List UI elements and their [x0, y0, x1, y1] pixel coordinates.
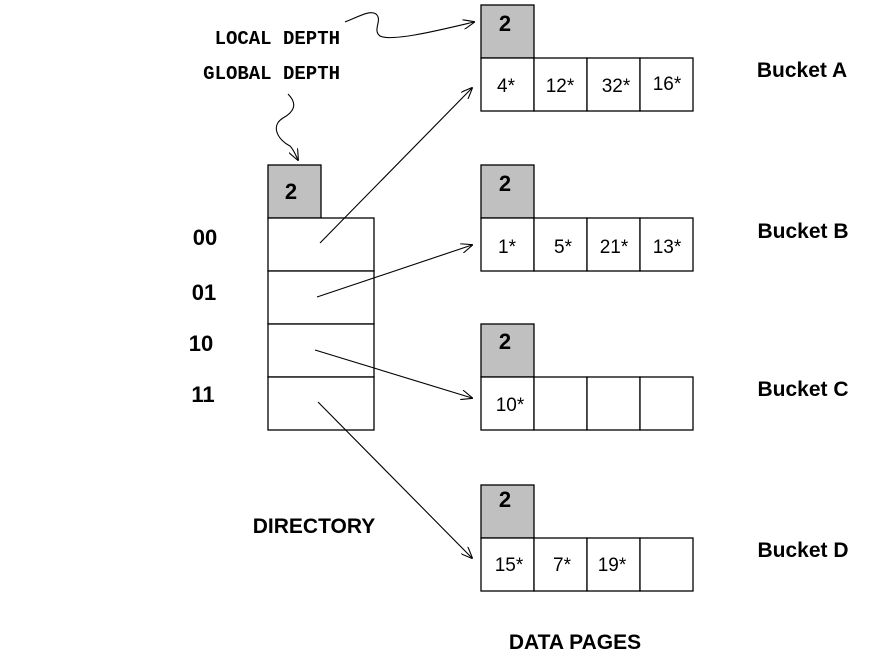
pointer-01-to-bucket-b: [316, 245, 472, 298]
bucket-slot: [533, 217, 588, 272]
local-depth-pointer: [344, 12, 474, 39]
bucket-entry: 16*: [653, 74, 682, 95]
global-depth-cell: [267, 164, 322, 219]
data-pages-caption: DATA PAGES: [509, 631, 641, 654]
bucket-label: Bucket A: [757, 59, 847, 82]
bucket-slot: [533, 376, 588, 431]
bucket-entry: 1*: [498, 237, 517, 258]
bucket-entry: 19*: [598, 555, 627, 576]
directory-caption: DIRECTORY: [253, 515, 376, 538]
global-depth-label: GLOBAL DEPTH: [203, 63, 340, 85]
bucket-entry: 12*: [546, 76, 575, 97]
bucket-slot: [533, 537, 588, 592]
bucket-slot: [639, 376, 694, 431]
bucket-b: 2 1* 5* 21* 13* Bucket B: [480, 164, 849, 272]
directory-key: 11: [191, 382, 214, 407]
directory-slot-10: [267, 323, 375, 378]
bucket-d: 2 15* 7* 19* Bucket D: [480, 484, 849, 592]
bucket-slot: [480, 376, 535, 431]
bucket-slot: [586, 537, 641, 592]
directory-slot-01: [267, 270, 375, 325]
local-depth-value: 2: [499, 329, 511, 354]
bucket-c: 2 10* Bucket C: [480, 323, 849, 431]
pointer-00-to-bucket-a: [319, 88, 472, 244]
bucket-slot: [586, 57, 641, 112]
bucket-a: 2 4* 12* 32* 16* Bucket A: [480, 4, 847, 112]
directory-key: 01: [192, 280, 216, 305]
bucket-slot: [586, 217, 641, 272]
local-depth-cell: [480, 4, 535, 59]
local-depth-value: 2: [499, 171, 511, 196]
bucket-slot: [639, 57, 694, 112]
global-depth-value: 2: [285, 179, 297, 204]
bucket-entry: 21*: [600, 237, 629, 258]
bucket-entry: 32*: [602, 76, 631, 97]
bucket-entry: 13*: [653, 237, 682, 258]
local-depth-value: 2: [499, 487, 511, 512]
directory: 2 00 01 10 11: [189, 164, 375, 431]
directory-key: 10: [189, 331, 213, 356]
local-depth-value: 2: [499, 11, 511, 36]
bucket-slot: [639, 537, 694, 592]
pointer-10-to-bucket-c: [314, 349, 472, 398]
local-depth-label: LOCAL DEPTH: [215, 28, 340, 50]
bucket-label: Bucket C: [757, 378, 848, 401]
directory-slot-11: [267, 376, 375, 431]
global-depth-pointer: [275, 93, 298, 160]
bucket-label: Bucket B: [757, 220, 848, 243]
bucket-slot: [586, 376, 641, 431]
bucket-label: Bucket D: [757, 539, 848, 562]
directory-key: 00: [193, 225, 217, 250]
bucket-slot: [639, 217, 694, 272]
local-depth-cell: [480, 484, 535, 539]
bucket-slot: [480, 57, 535, 112]
pointer-11-to-bucket-d: [317, 401, 472, 558]
bucket-slot: [480, 217, 535, 272]
bucket-entry: 15*: [495, 555, 524, 576]
bucket-entry: 5*: [554, 237, 573, 258]
local-depth-cell: [480, 323, 535, 378]
bucket-entry: 4*: [497, 76, 516, 97]
directory-slot-00: [267, 217, 375, 272]
bucket-entry: 10*: [496, 395, 525, 416]
bucket-entry: 7*: [553, 555, 572, 576]
